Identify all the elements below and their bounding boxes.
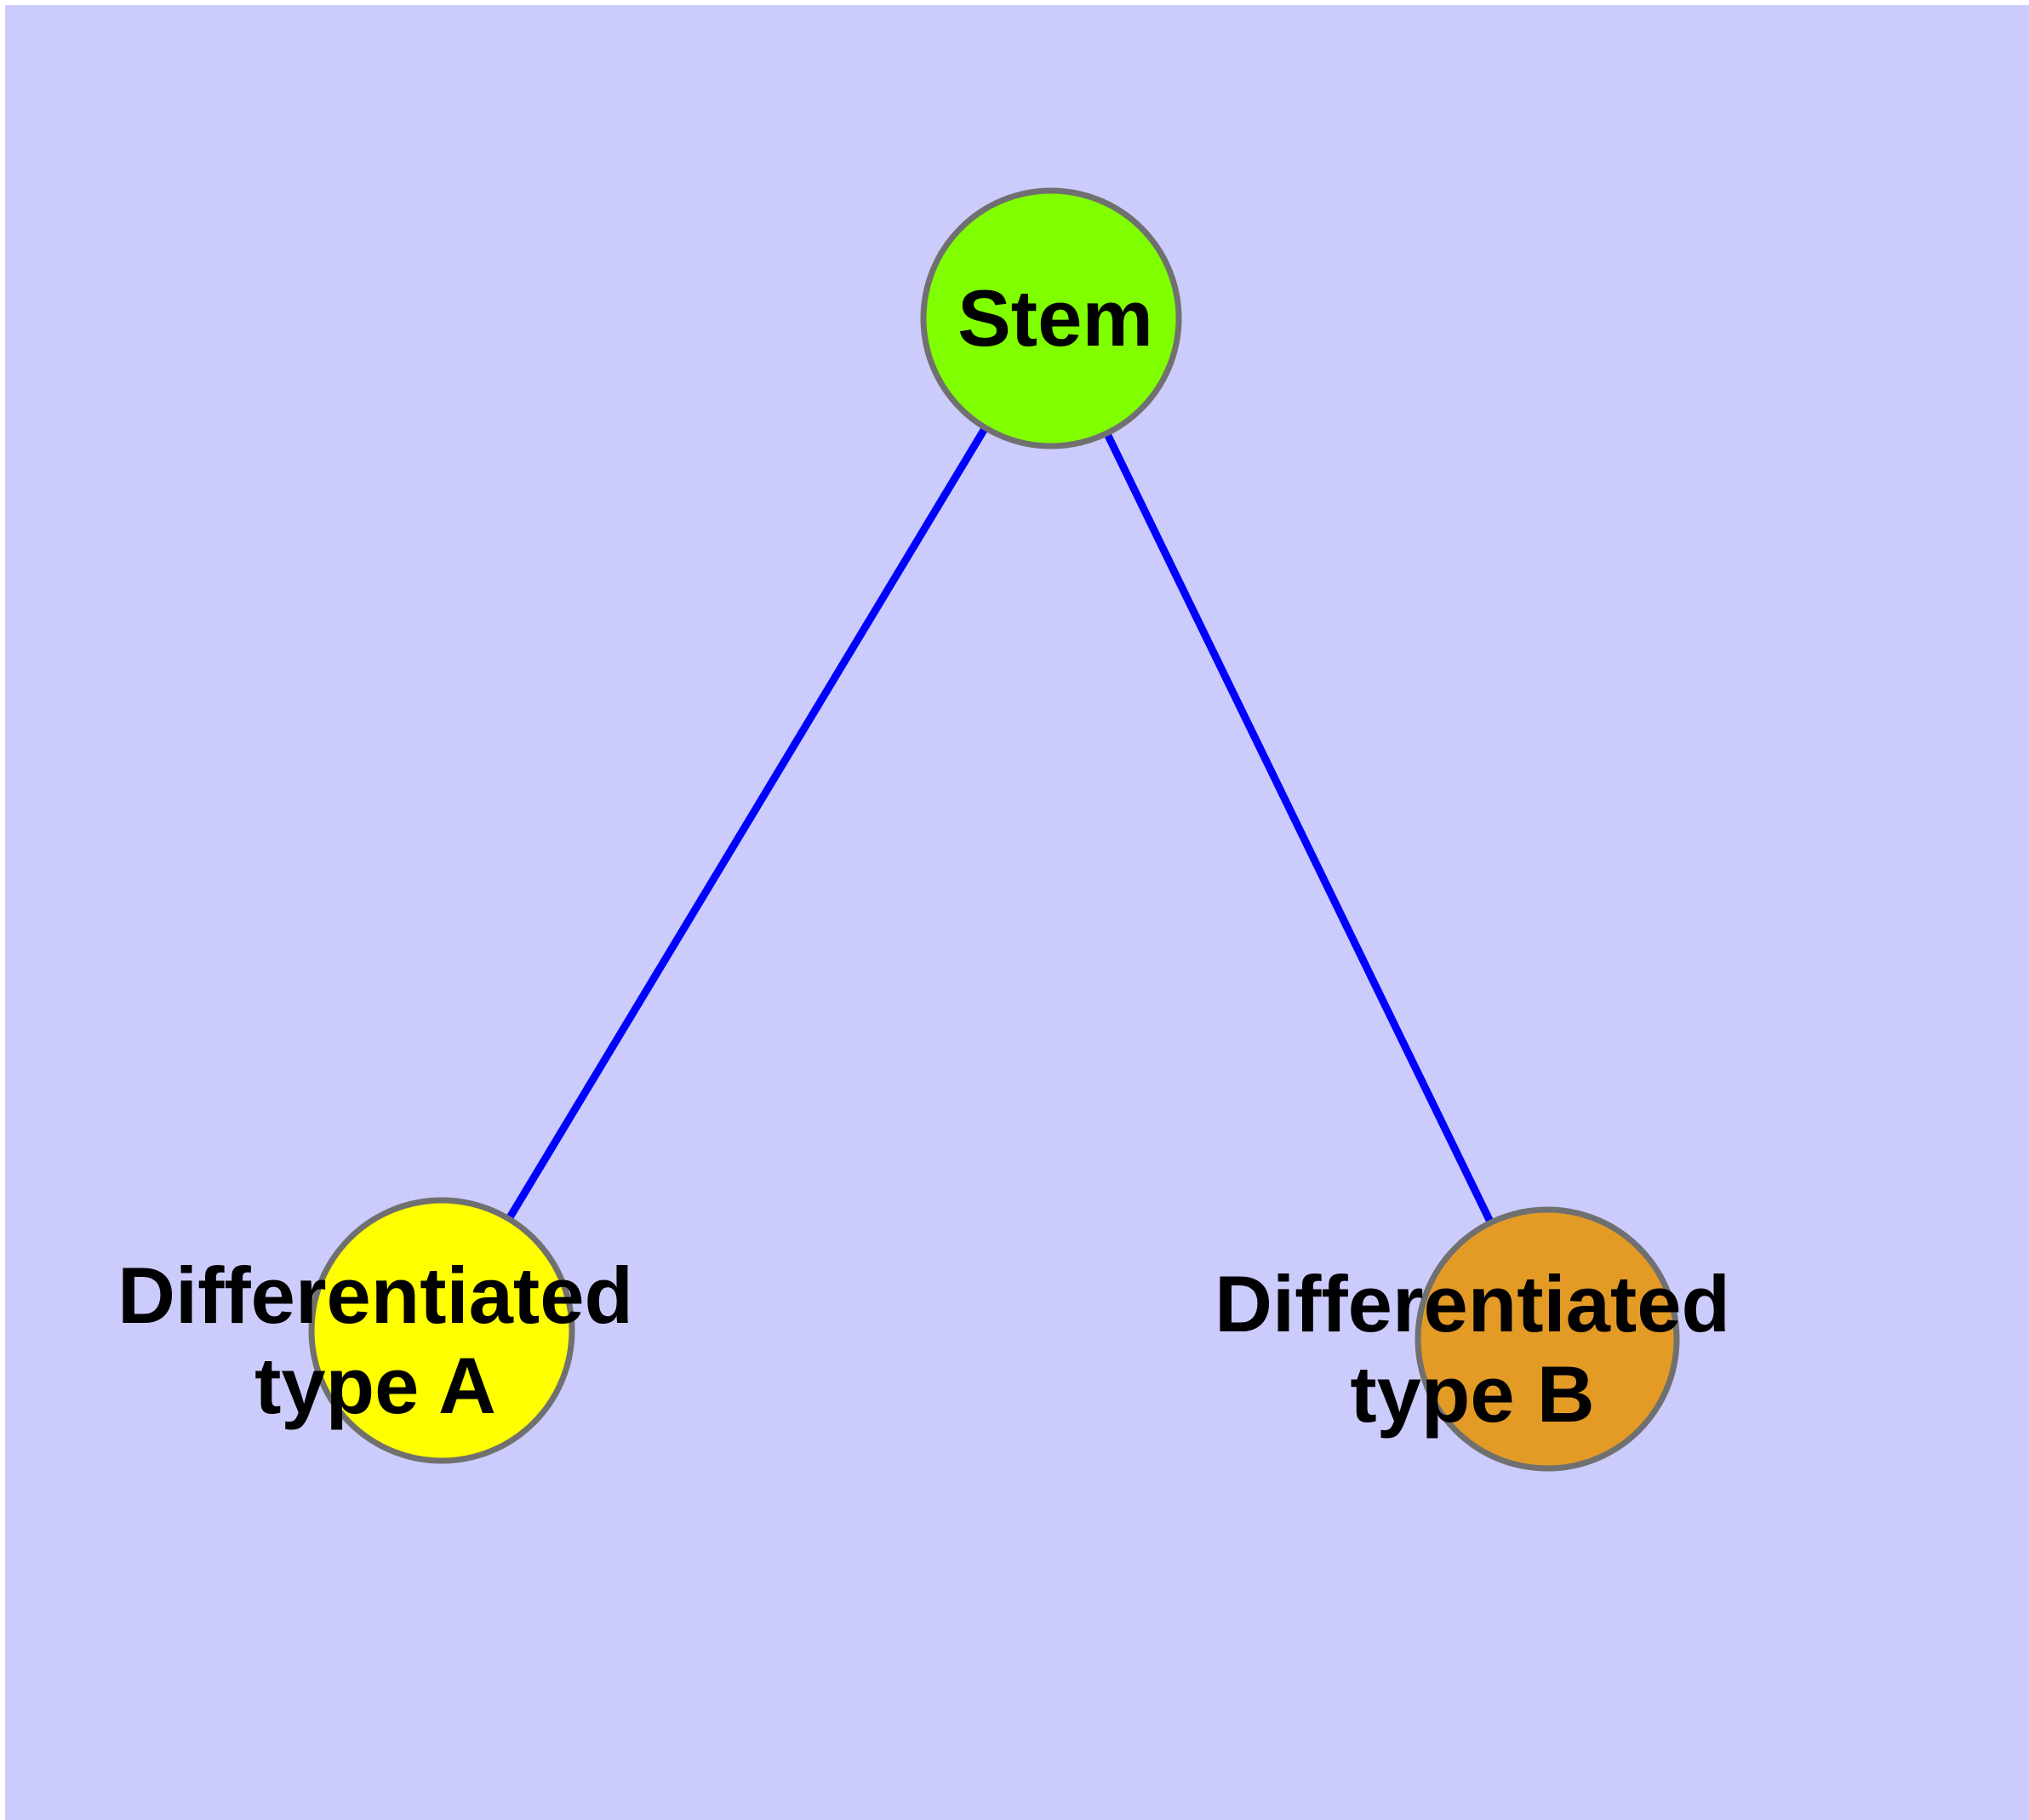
edges-layer [438, 316, 1552, 1341]
node-diff-a[interactable] [308, 1197, 575, 1464]
node-diff-b[interactable] [1415, 1206, 1680, 1472]
node-stem[interactable] [920, 187, 1182, 449]
edge-stem-to-diff-b [1047, 317, 1552, 1341]
edge-stem-to-diff-a [438, 316, 1055, 1333]
nodes-layer [308, 187, 1680, 1472]
